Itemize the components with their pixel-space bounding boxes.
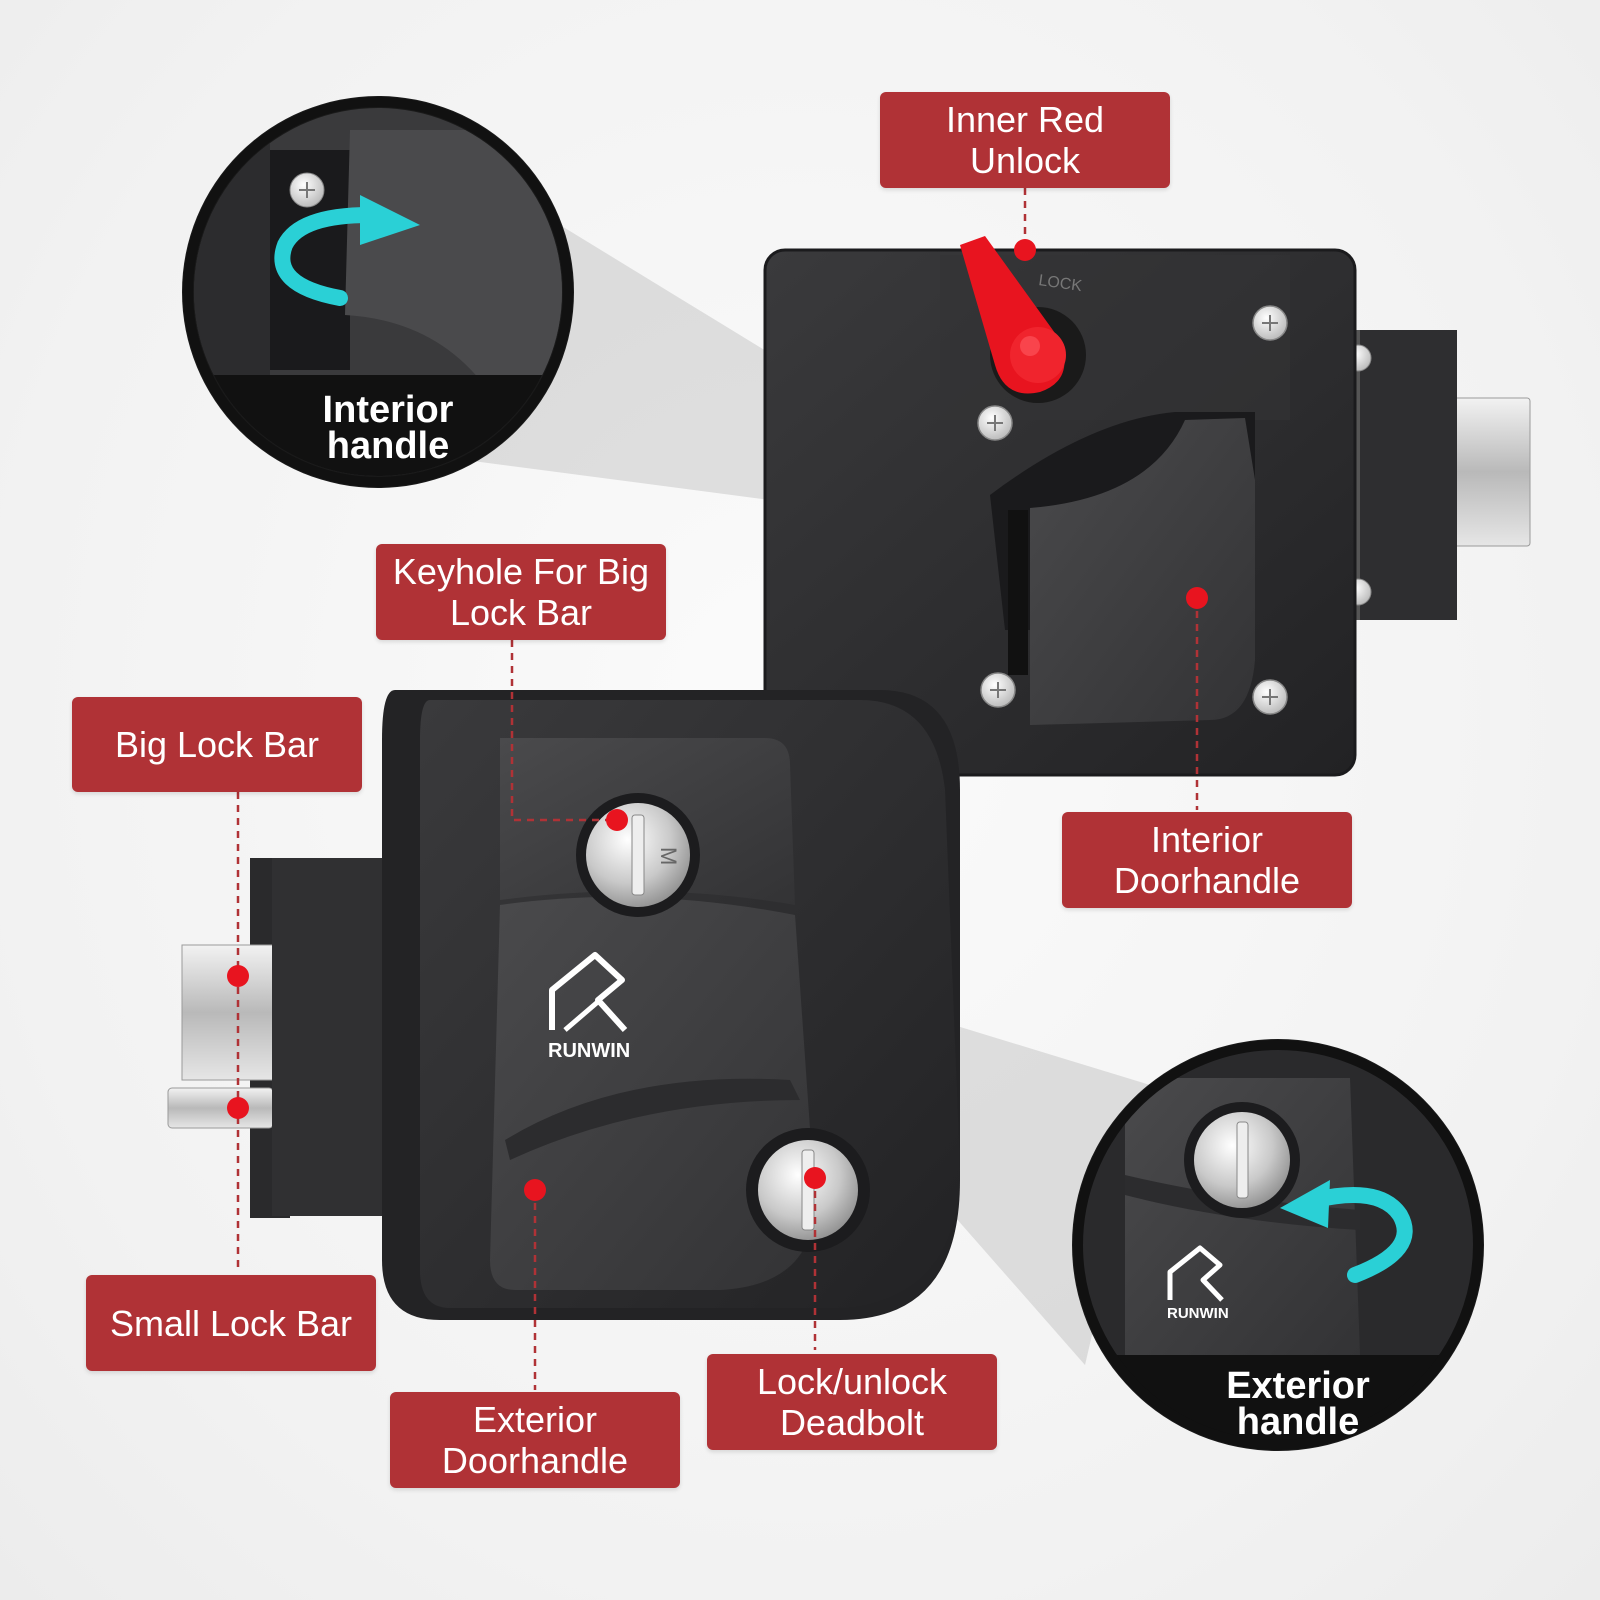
rotation-arrow-exterior bbox=[1307, 1187, 1413, 1283]
callout-big-lock-bar: Big Lock Bar bbox=[72, 697, 362, 792]
svg-text:RUNWIN: RUNWIN bbox=[1167, 1305, 1229, 1322]
interior-latch-unit: LOCK bbox=[763, 236, 1531, 777]
callout-interior-doorhandle: Interior Doorhandle bbox=[1062, 812, 1352, 908]
callout-keyhole-big-lock-bar: Keyhole For Big Lock Bar bbox=[376, 544, 666, 640]
brand-name: RUNWIN bbox=[548, 1040, 630, 1062]
marker-big-lock-bar bbox=[227, 965, 249, 987]
caption-exterior-handle: Exterior handle bbox=[1226, 1365, 1370, 1443]
marker-small-lock-bar bbox=[227, 1097, 249, 1119]
key-marking: M bbox=[656, 847, 681, 865]
leader-lines bbox=[236, 188, 1199, 1390]
small-lock-bar bbox=[167, 1087, 274, 1129]
marker-dots bbox=[227, 239, 1208, 1201]
lock-marking: LOCK bbox=[1037, 272, 1083, 295]
exterior-latch-unit: M RUNWIN bbox=[167, 690, 960, 1320]
callout-lock-unlock-deadbolt: Lock/unlock Deadbolt bbox=[707, 1354, 997, 1450]
callout-exterior-doorhandle: Exterior Doorhandle bbox=[390, 1392, 680, 1488]
interior-handle-paddle bbox=[1030, 418, 1255, 725]
runwin-logo: RUNWIN bbox=[548, 952, 630, 1062]
marker-interior-doorhandle bbox=[1186, 587, 1208, 609]
runwin-logo-zoom: RUNWIN bbox=[1167, 1245, 1229, 1322]
callout-inner-red-unlock: Inner Red Unlock bbox=[880, 92, 1170, 188]
rotation-arrow-interior bbox=[274, 207, 378, 306]
zoom-circle-interior bbox=[182, 96, 574, 488]
callout-small-lock-bar: Small Lock Bar bbox=[86, 1275, 376, 1371]
zoom-circle-exterior: RUNWIN bbox=[1072, 1039, 1484, 1451]
marker-exterior-doorhandle bbox=[524, 1179, 546, 1201]
marker-keyhole bbox=[606, 809, 628, 831]
marker-deadbolt bbox=[804, 1167, 826, 1189]
marker-inner-red-unlock bbox=[1014, 239, 1036, 261]
caption-interior-handle: Interior handle bbox=[322, 389, 454, 467]
